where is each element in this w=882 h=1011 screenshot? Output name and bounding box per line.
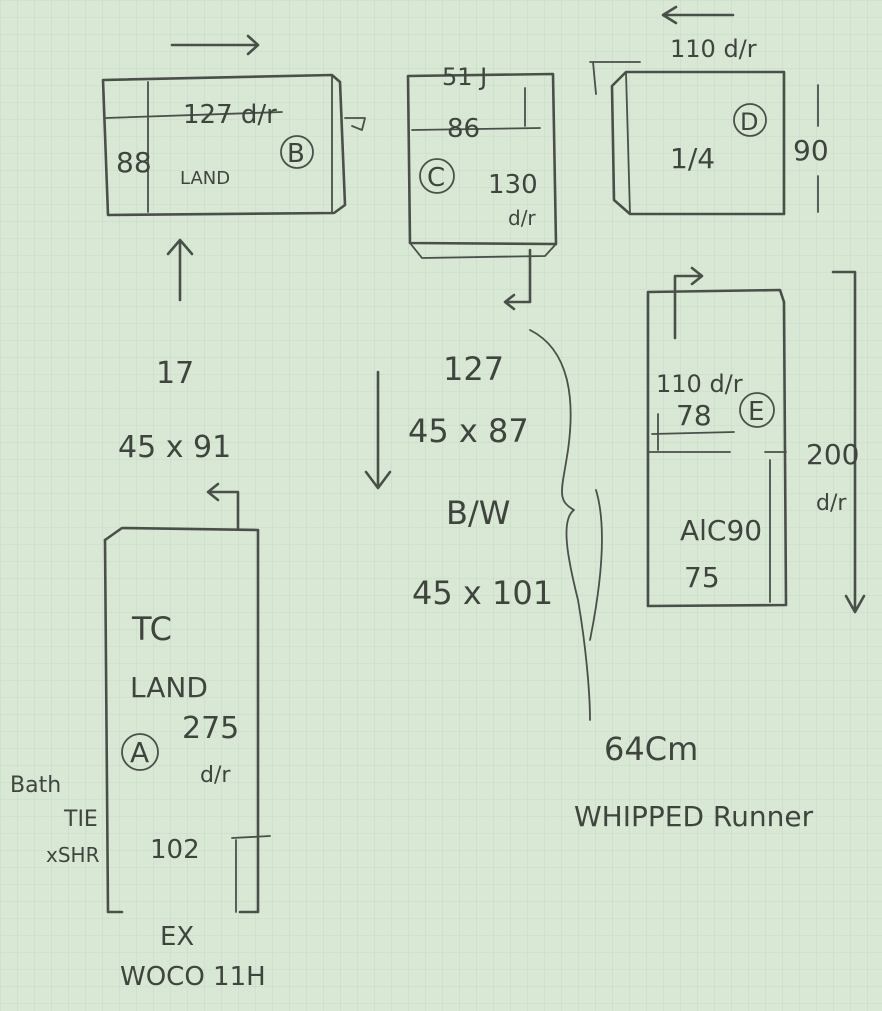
block-d-label: 1/4 (670, 142, 715, 175)
block-d: 110 d/r 1/4 D 90 (589, 5, 829, 216)
block-d-id-circle (733, 103, 767, 137)
arrow-right-icon (673, 266, 704, 340)
block-c-id: C (427, 163, 445, 193)
block-a-side-note-1: Bath (10, 773, 61, 798)
block-c-width: 86 (447, 114, 480, 144)
block-e-note: d/r (816, 491, 847, 516)
corridor-notes: 17 45 x 91 127 45 x 87 B/W 45 x 101 64Cm… (118, 329, 814, 833)
block-c-note: d/r (508, 206, 536, 230)
block-a-title: TC (131, 610, 172, 648)
block-a-footer-2: WOCO 11H (120, 962, 266, 992)
block-b: 127 d/r 88 LAND B (101, 34, 366, 302)
block-e-alcove: AlC90 (680, 514, 762, 547)
block-b-id-circle (280, 135, 314, 169)
block-c-height: 130 (488, 170, 538, 200)
corridor-mid-val-3: B/W (446, 494, 510, 532)
block-b-note: LAND (180, 168, 230, 189)
block-b-width: 127 d/r (183, 100, 277, 130)
arrow-left-icon (503, 248, 532, 311)
block-d-top: 110 d/r (670, 35, 757, 63)
block-c-id-circle (419, 158, 455, 194)
arrow-right-icon (170, 34, 260, 56)
block-e-alcove-depth: 75 (684, 561, 720, 594)
block-c: 51 J 86 C 130 d/r (406, 63, 558, 311)
corridor-mid-val-4: 45 x 101 (412, 574, 553, 612)
block-a-footer-1: EX (160, 922, 194, 952)
block-d-id: D (740, 108, 758, 136)
block-a-height: 275 (182, 711, 239, 746)
block-a-side-note-2: TIE (63, 807, 98, 832)
corridor-left-val-1: 17 (156, 356, 194, 391)
arrow-down-icon (364, 370, 392, 490)
block-b-height: 88 (116, 146, 152, 179)
block-a-unit: d/r (200, 763, 231, 788)
block-e-width: 78 (676, 399, 712, 432)
corridor-mid-val-1: 127 (443, 350, 504, 388)
arrow-left-icon (206, 482, 240, 530)
corridor-length: 64Cm (604, 730, 698, 768)
block-a-id: A (130, 736, 149, 769)
arrow-left-icon (661, 5, 735, 25)
block-b-id: B (287, 139, 305, 169)
corridor-mid-val-2: 45 x 87 (408, 412, 529, 450)
corridor-runner: WHIPPED Runner (574, 800, 814, 833)
arrow-down-icon (831, 270, 866, 614)
block-a: TC LAND A 275 d/r 102 Bath TIE xSHR EX W… (10, 482, 271, 992)
block-a-id-circle (121, 733, 159, 771)
block-c-top: 51 J (442, 63, 487, 91)
block-a-note: LAND (130, 671, 208, 704)
corridor-left-val-2: 45 x 91 (118, 430, 231, 465)
block-a-side-note-3: xSHR (46, 843, 100, 867)
arrow-up-icon (166, 238, 194, 302)
block-a-width: 102 (150, 835, 200, 865)
block-e-top: 110 d/r (656, 370, 743, 398)
block-e-id: E (748, 397, 764, 427)
block-e: 110 d/r 78 E AlC90 75 200 d/r (646, 266, 866, 614)
block-e-height: 200 (806, 438, 859, 471)
block-d-height: 90 (793, 134, 829, 167)
block-e-id-circle (739, 392, 775, 428)
